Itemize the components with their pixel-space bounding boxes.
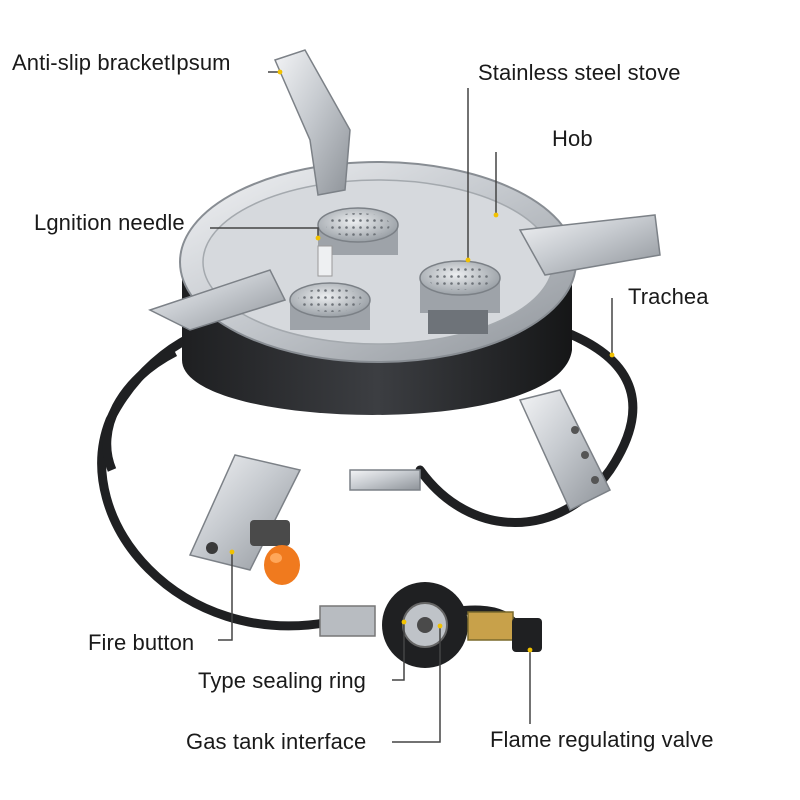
- flame-valve-icon: [512, 618, 542, 652]
- stove-legs: [188, 389, 612, 571]
- label-sealing-ring: Type sealing ring: [198, 668, 367, 693]
- callout-markers: [229, 69, 615, 653]
- label-anti-slip-bracket: Anti-slip bracketIpsum: [12, 50, 231, 75]
- label-hob: Hob: [552, 126, 593, 151]
- label-trachea: Trachea: [628, 284, 709, 309]
- label-flame-regulating-valve: Flame regulating valve: [490, 727, 714, 752]
- label-ignition-needle: Lgnition needle: [34, 210, 185, 235]
- label-gas-tank-interface: Gas tank interface: [186, 729, 367, 754]
- burner-heads: [289, 207, 501, 334]
- pot-support-brackets: [148, 49, 661, 331]
- fire-button-icon: [250, 520, 300, 585]
- label-stainless-steel-stove: Stainless steel stove: [478, 60, 681, 85]
- label-fire-button: Fire button: [88, 630, 195, 655]
- gas-tank-interface-icon: [319, 582, 514, 668]
- leader-lines: [210, 71, 613, 743]
